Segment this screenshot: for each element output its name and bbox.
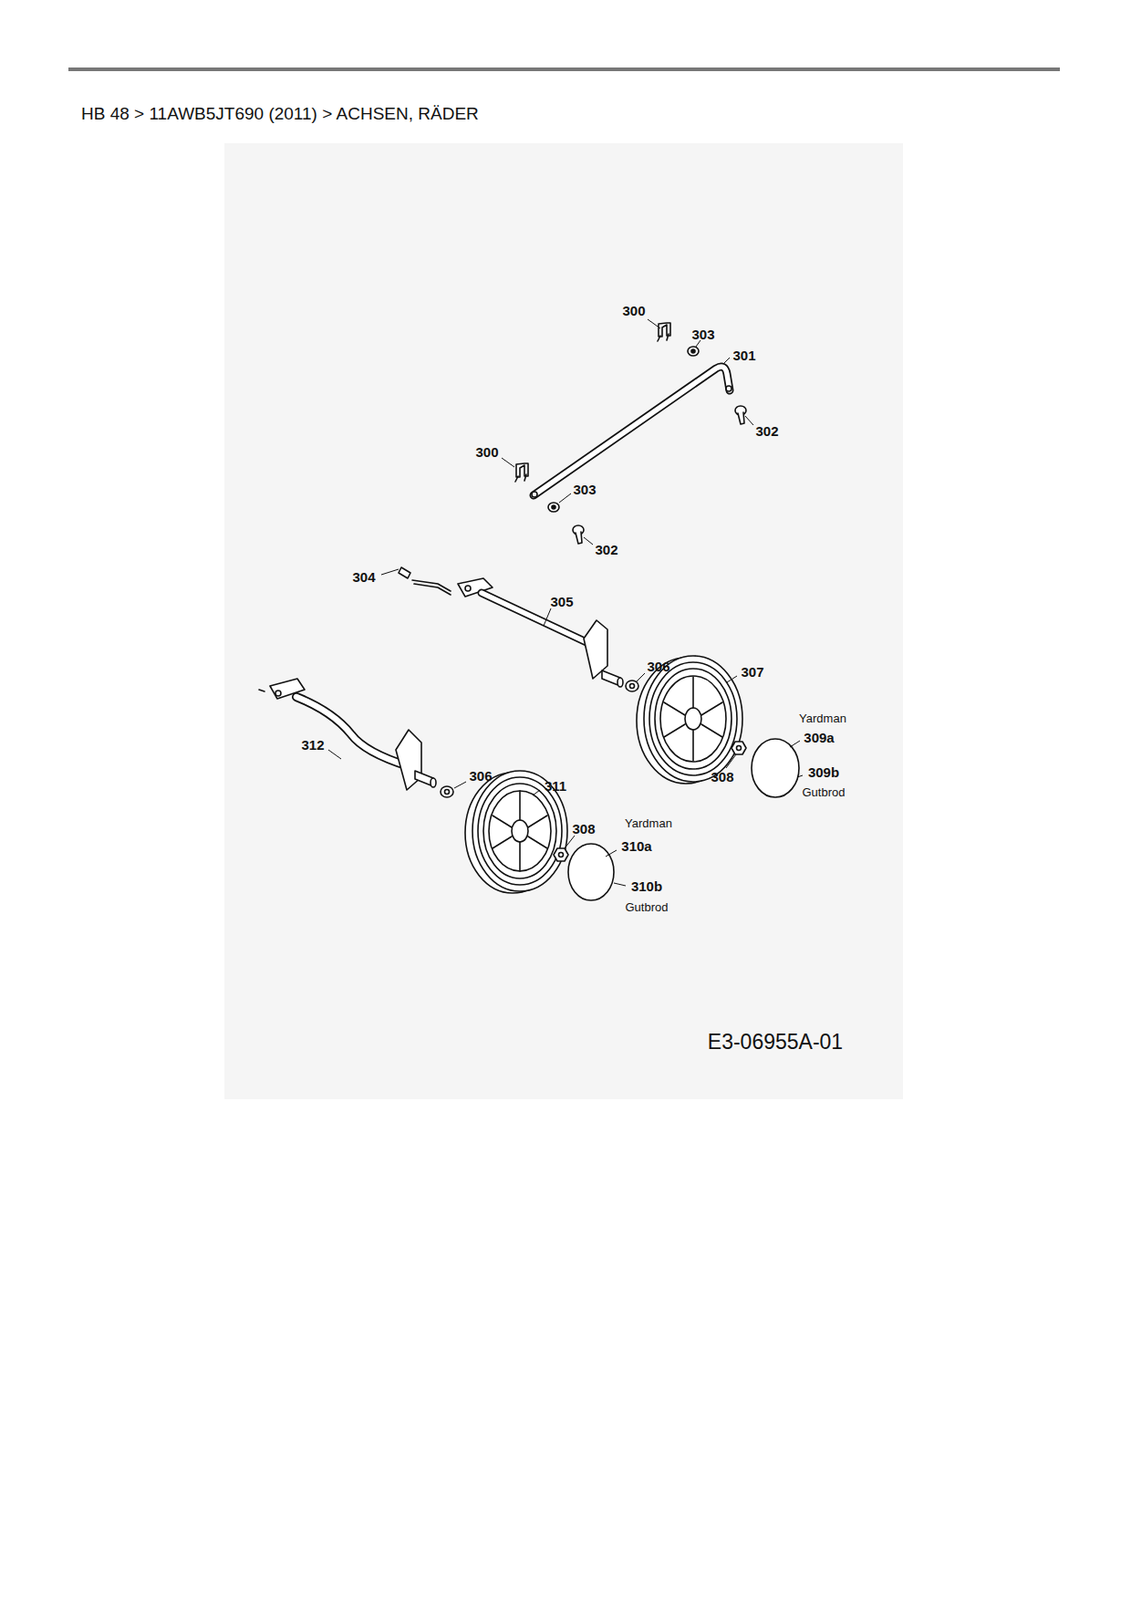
callout-number: 312 bbox=[300, 737, 324, 754]
breadcrumb-title: HB 48 > 11AWB5JT690 (2011) > ACHSEN, RÄD… bbox=[81, 103, 479, 125]
callout-number: 302 bbox=[755, 424, 779, 440]
bushing bbox=[625, 680, 639, 692]
callout-number: 311 bbox=[544, 778, 567, 795]
washer bbox=[687, 346, 699, 356]
handle-rod bbox=[531, 366, 732, 498]
callout-number: 307 bbox=[740, 664, 764, 681]
leader-lines bbox=[328, 319, 803, 886]
bolt bbox=[572, 525, 584, 544]
callout-number: 305 bbox=[549, 594, 573, 611]
callout-number: 306 bbox=[646, 659, 670, 675]
clip bbox=[657, 322, 671, 342]
front-axle bbox=[259, 678, 436, 790]
callout-number: 306 bbox=[468, 768, 492, 785]
drawing-number: E3-06955A-01 bbox=[707, 1030, 843, 1054]
brand-note: Yardman bbox=[798, 712, 847, 726]
nut bbox=[553, 848, 569, 862]
callout-number: 303 bbox=[572, 482, 596, 499]
bushing bbox=[440, 786, 454, 798]
callout-number: 310a bbox=[621, 839, 652, 855]
washer bbox=[548, 502, 560, 512]
brand-note: Gutbrod bbox=[802, 786, 846, 799]
brand-note: Yardman bbox=[624, 817, 673, 831]
callout-number: 300 bbox=[622, 303, 645, 320]
rear-axle bbox=[457, 578, 623, 687]
wheel bbox=[636, 655, 743, 784]
pin bbox=[398, 567, 451, 595]
wheel bbox=[465, 770, 568, 893]
callout-number: 308 bbox=[571, 821, 595, 838]
hub-cap bbox=[568, 843, 614, 901]
callout-number: 304 bbox=[352, 570, 375, 586]
nut bbox=[731, 741, 747, 755]
header-rule bbox=[68, 67, 1060, 72]
callout-number: 300 bbox=[475, 445, 499, 461]
callout-number: 310b bbox=[631, 879, 663, 895]
callout-number: 302 bbox=[594, 542, 618, 559]
clip bbox=[515, 463, 529, 482]
callout-number: 309a bbox=[803, 730, 834, 747]
callout-number: 308 bbox=[710, 769, 734, 786]
drawing-ground bbox=[224, 143, 903, 1100]
callout-number: 309b bbox=[808, 765, 840, 781]
callout-number: 303 bbox=[691, 327, 715, 343]
callout-number: 301 bbox=[732, 348, 756, 364]
brand-note: Gutbrod bbox=[625, 901, 669, 914]
hub-cap bbox=[751, 738, 799, 798]
bolt bbox=[735, 405, 747, 425]
